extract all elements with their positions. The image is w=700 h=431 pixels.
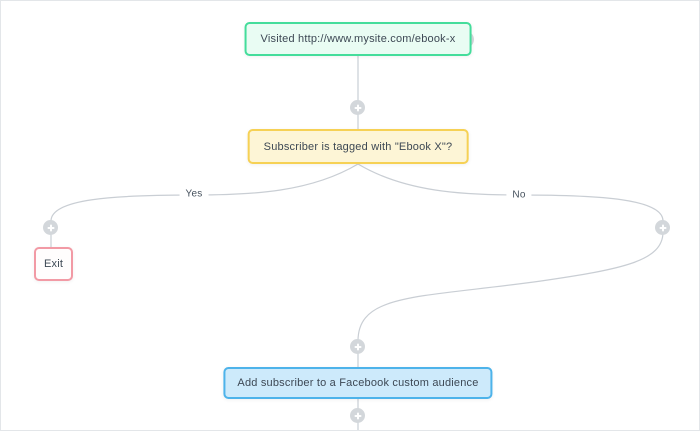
node-trigger[interactable]: Visited http://www.mysite.com/ebook-x — [244, 22, 472, 56]
connector-no-to-action — [357, 231, 664, 367]
node-condition[interactable]: Subscriber is tagged with "Ebook X"? — [247, 129, 469, 164]
node-action[interactable]: Add subscriber to a Facebook custom audi… — [223, 367, 493, 399]
plus-icon — [655, 220, 670, 235]
plus-icon — [43, 220, 58, 235]
node-action-label: Add subscriber to a Facebook custom audi… — [237, 377, 479, 389]
branch-label-yes: Yes — [179, 187, 209, 201]
add-step-button-yes-branch[interactable] — [43, 220, 58, 235]
node-exit[interactable]: Exit — [34, 247, 74, 281]
branch-label-no: No — [506, 188, 532, 202]
node-condition-label: Subscriber is tagged with "Ebook X"? — [263, 140, 453, 153]
node-exit-label: Exit — [44, 258, 64, 270]
add-step-button-no-branch[interactable] — [655, 220, 670, 235]
add-step-button-bottom[interactable] — [350, 408, 365, 423]
add-step-button-above-action[interactable] — [350, 339, 365, 354]
add-step-button-top[interactable] — [350, 100, 365, 115]
connector-branch-yes — [50, 163, 359, 247]
plus-icon — [350, 100, 365, 115]
plus-icon — [350, 339, 365, 354]
node-trigger-label: Visited http://www.mysite.com/ebook-x — [260, 33, 456, 45]
plus-icon — [350, 408, 365, 423]
